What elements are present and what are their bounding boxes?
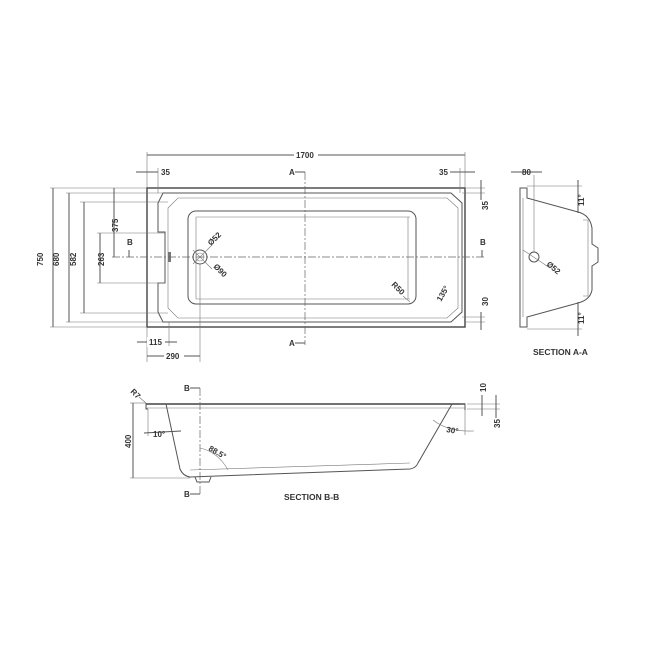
waste-offset-115-label: 115 <box>149 338 162 347</box>
plan-view: Ø52 Ø90 A A B B R50 135° 1700 35 35 <box>36 149 490 362</box>
floor-line <box>189 462 411 471</box>
section-b-right-marker: B <box>480 238 486 247</box>
bath-outer-rim <box>146 187 466 328</box>
section-aa: Ø52 80 11° 11° SECTION A-A <box>511 168 599 357</box>
angle-arc <box>199 447 229 471</box>
inner-width-582-label: 582 <box>69 252 78 266</box>
leader-line <box>402 295 411 303</box>
waste-offset-290-label: 290 <box>166 352 180 361</box>
angle-arc <box>432 419 475 432</box>
rim-left-label: 35 <box>161 168 170 177</box>
section-bb-radius-label: R7 <box>129 387 143 401</box>
section-b-left-marker: B <box>127 238 133 247</box>
section-a-top-marker: A <box>289 168 295 177</box>
section-bb-angle-left: 10° <box>153 430 165 439</box>
corner-radius-label: R50 <box>390 280 407 297</box>
section-aa-80-label: 80 <box>522 168 531 177</box>
leader-line <box>522 249 551 269</box>
label-bg <box>164 351 184 361</box>
rim-right-label: 35 <box>439 168 448 177</box>
overall-width-label: 750 <box>36 252 45 266</box>
rim-bottom-right-label: 30 <box>481 297 490 306</box>
corner-angle-label: 135° <box>435 284 451 303</box>
bowl-outline <box>167 197 459 319</box>
rim-lip-right <box>460 403 466 410</box>
section-aa-waste-label: Ø52 <box>545 260 563 277</box>
leader-line <box>138 396 147 404</box>
label-bg <box>294 149 318 159</box>
waste-dia-52-label: Ø52 <box>206 230 223 247</box>
rim-lip-left <box>145 403 148 410</box>
dim-263-label: 263 <box>97 252 106 266</box>
dim-375-label: 375 <box>111 218 120 232</box>
section-aa-inner <box>583 219 589 297</box>
section-bb-caption: SECTION B-B <box>284 492 339 502</box>
angle-line <box>143 430 182 434</box>
section-aa-caption: SECTION A-A <box>533 347 588 357</box>
bath-floor <box>187 210 417 305</box>
section-aa-angle-top: 11° <box>577 194 586 206</box>
section-bb-angle-right: 30° <box>446 425 459 436</box>
section-bb: B B R7 400 10° 88.5° 30° 10 35 SECTION B… <box>124 383 502 502</box>
section-aa-angle-bottom: 11° <box>577 312 586 324</box>
section-bb-waste <box>194 476 212 483</box>
section-bb-marker-bottom: B <box>184 490 190 499</box>
section-bb-depth-label: 400 <box>124 434 133 448</box>
section-bb-rim-10: 10 <box>479 383 488 392</box>
label-bg <box>147 337 165 347</box>
rim-top-right-label: 35 <box>481 201 490 210</box>
section-a-bottom-marker: A <box>289 339 295 348</box>
section-bb-angle-floor: 88.5° <box>207 444 228 461</box>
inner-width-680-label: 680 <box>52 252 61 266</box>
waste-dia-90-label: Ø90 <box>212 262 229 279</box>
section-bb-rim-35: 35 <box>493 419 502 428</box>
section-bb-marker-top: B <box>184 384 190 393</box>
section-bb-profile <box>165 403 453 478</box>
section-aa-profile <box>519 187 599 328</box>
overall-length-label: 1700 <box>296 151 314 160</box>
